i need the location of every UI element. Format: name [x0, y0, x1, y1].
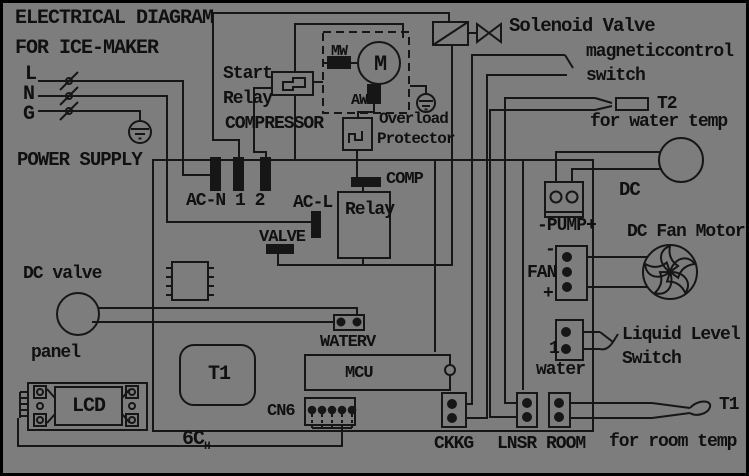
solenoid-valve-label: Solenoid Valve: [509, 15, 656, 37]
room-label: ROOM: [546, 434, 586, 454]
line-l-label: L: [25, 63, 37, 86]
overload-label-1: Overload: [379, 110, 449, 128]
liquid-level-label-2: Switch: [622, 349, 682, 369]
line-g-label: G: [23, 103, 35, 126]
relay-box-label: Relay: [345, 200, 395, 220]
ground-icon: [128, 120, 152, 144]
magnetic-control-label-2: switch: [586, 66, 646, 86]
fan-plus-label: +: [543, 284, 554, 304]
mcu-notch: [444, 364, 456, 376]
aw-winding-label: AW: [351, 92, 368, 109]
acl-terminal-label: AC-L: [293, 193, 333, 213]
motor-m-label: M: [374, 52, 387, 77]
water-connector: [555, 319, 584, 361]
valve-terminal-label: VALVE: [259, 228, 306, 247]
valve-icon: [468, 22, 502, 44]
compressor-box: [212, 12, 450, 158]
start-relay-label-1: Start: [223, 64, 273, 84]
mcu-label: MCU: [345, 364, 374, 383]
lcd-label: LCD: [72, 395, 106, 418]
ckkg-connector: [441, 392, 467, 428]
solenoid-coil-diagonal: [432, 21, 469, 46]
start-relay-box: [271, 71, 314, 96]
pcb-board: [152, 159, 594, 432]
dc-valve-label: DC valve: [23, 264, 102, 284]
t1-sensor-label: T1: [719, 395, 740, 415]
compressor-wires: [253, 23, 404, 192]
dc-valve-circle: [56, 292, 100, 336]
overload-contact-icon: [348, 131, 363, 143]
water-1-label: 1: [549, 339, 560, 359]
line-n-label: N: [23, 83, 35, 106]
terminal-2: [260, 157, 271, 191]
terminal-comp: [351, 177, 381, 187]
pump-wires: [555, 151, 662, 182]
terminal-1: [233, 157, 244, 191]
dc-valve-wires: [92, 307, 358, 323]
relay-wires: [277, 45, 453, 266]
overload-label-2: Protector: [377, 130, 455, 148]
dc-fan-motor-label: DC Fan Motor: [627, 222, 746, 242]
t2-label: T2: [657, 94, 678, 114]
schematic-canvas: [17, 12, 712, 447]
fan-wires: [587, 256, 648, 288]
terminal-acn: [210, 157, 221, 191]
fan-label: FAN: [527, 263, 557, 283]
terminal-acl: [311, 211, 321, 238]
cable-6c-label: 6CH: [182, 428, 211, 453]
mcu-box: [304, 354, 451, 391]
liquid-level-switch-icon: [583, 331, 619, 351]
acn-terminal-label: AC-N 1 2: [186, 191, 265, 211]
breaker-icon: [59, 71, 79, 121]
ground-icon: [410, 85, 436, 113]
ic-chip: [166, 261, 214, 301]
waterv-label: WATERV: [320, 333, 376, 352]
overload-protector-box: [342, 117, 373, 151]
lnsr-connector: [516, 392, 538, 428]
magnetic-switch-icon: [466, 54, 574, 419]
magnetic-control-label-1: magneticcontrol: [586, 42, 734, 62]
fan-connector: [555, 245, 588, 301]
t1-sensor-icon: [570, 400, 712, 419]
comp-terminal-label: COMP: [386, 170, 424, 189]
t1-chip-box: [179, 344, 256, 406]
power-supply-label: POWER SUPPLY: [17, 149, 143, 171]
liquid-level-label-1: Liquid Level: [622, 325, 741, 345]
t1-caption: for room temp: [609, 432, 737, 452]
cn6-label: CN6: [267, 402, 296, 421]
t2-caption: for water temp: [590, 112, 728, 132]
start-relay-label-2: Relay: [223, 89, 273, 109]
ckkg-label: CKKG: [434, 434, 474, 454]
water-label: water: [536, 360, 586, 380]
dc-label: DC: [619, 179, 641, 201]
bus-wires: [434, 160, 524, 390]
t2-sensor-icon: [489, 97, 649, 418]
lnsr-label: LNSR: [497, 434, 537, 454]
compressor-label: COMPRESSOR: [225, 114, 324, 134]
t1-chip-label: T1: [208, 363, 231, 386]
pump-motor-circle: [658, 137, 704, 183]
pump-connector: [544, 181, 584, 218]
diagram-title-line2: FOR ICE-MAKER: [15, 37, 159, 60]
waterv-connector: [333, 314, 365, 331]
diagram-title-line1: ELECTRICAL DIAGRAM: [15, 7, 214, 30]
lcd-module: [19, 382, 148, 431]
panel-label: panel: [31, 343, 81, 363]
room-connector: [548, 392, 571, 428]
fan-motor-icon: [642, 244, 698, 300]
cn6-connector: [304, 397, 357, 429]
pump-label: -PUMP+: [537, 216, 597, 236]
mw-winding-label: MW: [331, 43, 348, 60]
aw-winding: [367, 84, 381, 104]
cable-6c-subscript: H: [204, 441, 211, 453]
terminal-valve: [266, 244, 294, 254]
panel-cable: [17, 418, 343, 447]
start-relay-contact-icon: [282, 77, 306, 91]
fan-minus-label: -: [545, 240, 556, 260]
